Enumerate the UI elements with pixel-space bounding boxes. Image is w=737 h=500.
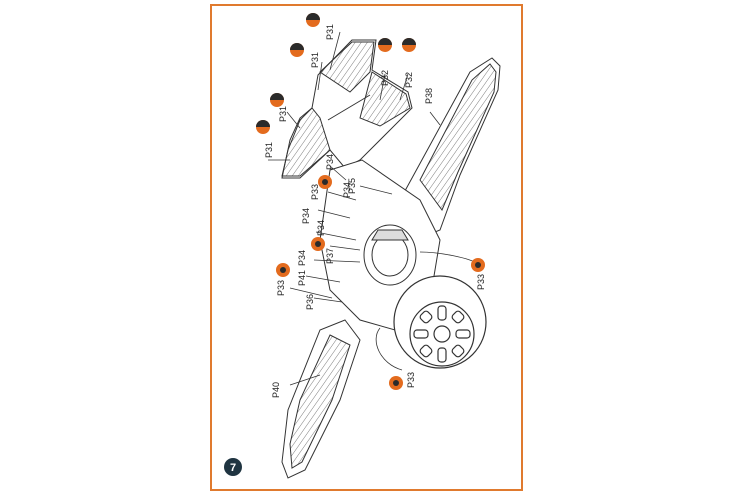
glue-callout-icon — [276, 263, 290, 277]
part-label-p40: P40 — [271, 382, 281, 398]
tail-stabilizer — [281, 39, 413, 179]
paint-callout-icon — [378, 38, 392, 52]
part-label-p31: P31 — [264, 142, 274, 158]
part-label-p32: P32 — [404, 72, 414, 88]
lower-wing — [281, 319, 361, 479]
leader-lines — [268, 31, 479, 386]
part-labels: P31 P31 P31 P31 P32 P32 P38 P34 P33 P35 … — [264, 24, 486, 398]
part-label-p34: P34 — [297, 250, 307, 266]
part-label-p34: P34 — [342, 182, 352, 198]
glue-callout-icon — [471, 258, 485, 272]
step-badge: 7 — [224, 458, 242, 476]
paint-callout-icon — [270, 93, 284, 107]
part-label-p38: P38 — [424, 88, 434, 104]
engine-cowling — [393, 275, 487, 369]
paint-callout-icon — [256, 120, 270, 134]
paint-callout-icon — [290, 43, 304, 57]
glue-callout-icon — [311, 237, 325, 251]
glue-callout-icon — [318, 175, 332, 189]
paint-callouts — [256, 13, 485, 390]
part-label-p35: P35 — [347, 178, 357, 194]
part-label-p31: P31 — [325, 24, 335, 40]
part-label-p34: P34 — [316, 220, 326, 236]
step-number: 7 — [230, 462, 236, 474]
part-label-p33: P33 — [310, 184, 320, 200]
paint-callout-icon — [306, 13, 320, 27]
part-label-p41: P41 — [297, 270, 307, 286]
part-label-p37: P37 — [325, 248, 335, 264]
paint-callout-icon — [402, 38, 416, 52]
part-label-p33: P33 — [406, 372, 416, 388]
part-label-p33: P33 — [476, 274, 486, 290]
part-label-p31: P31 — [278, 106, 288, 122]
step-badge-icon — [224, 458, 242, 476]
part-label-p33: P33 — [276, 280, 286, 296]
part-label-p36: P36 — [305, 294, 315, 310]
part-label-p31: P31 — [310, 52, 320, 68]
part-label-p34: P34 — [325, 154, 335, 170]
glue-callout-icon — [389, 376, 403, 390]
part-label-p32: P32 — [380, 70, 390, 86]
upper-wing — [399, 57, 501, 241]
part-label-p34: P34 — [301, 208, 311, 224]
